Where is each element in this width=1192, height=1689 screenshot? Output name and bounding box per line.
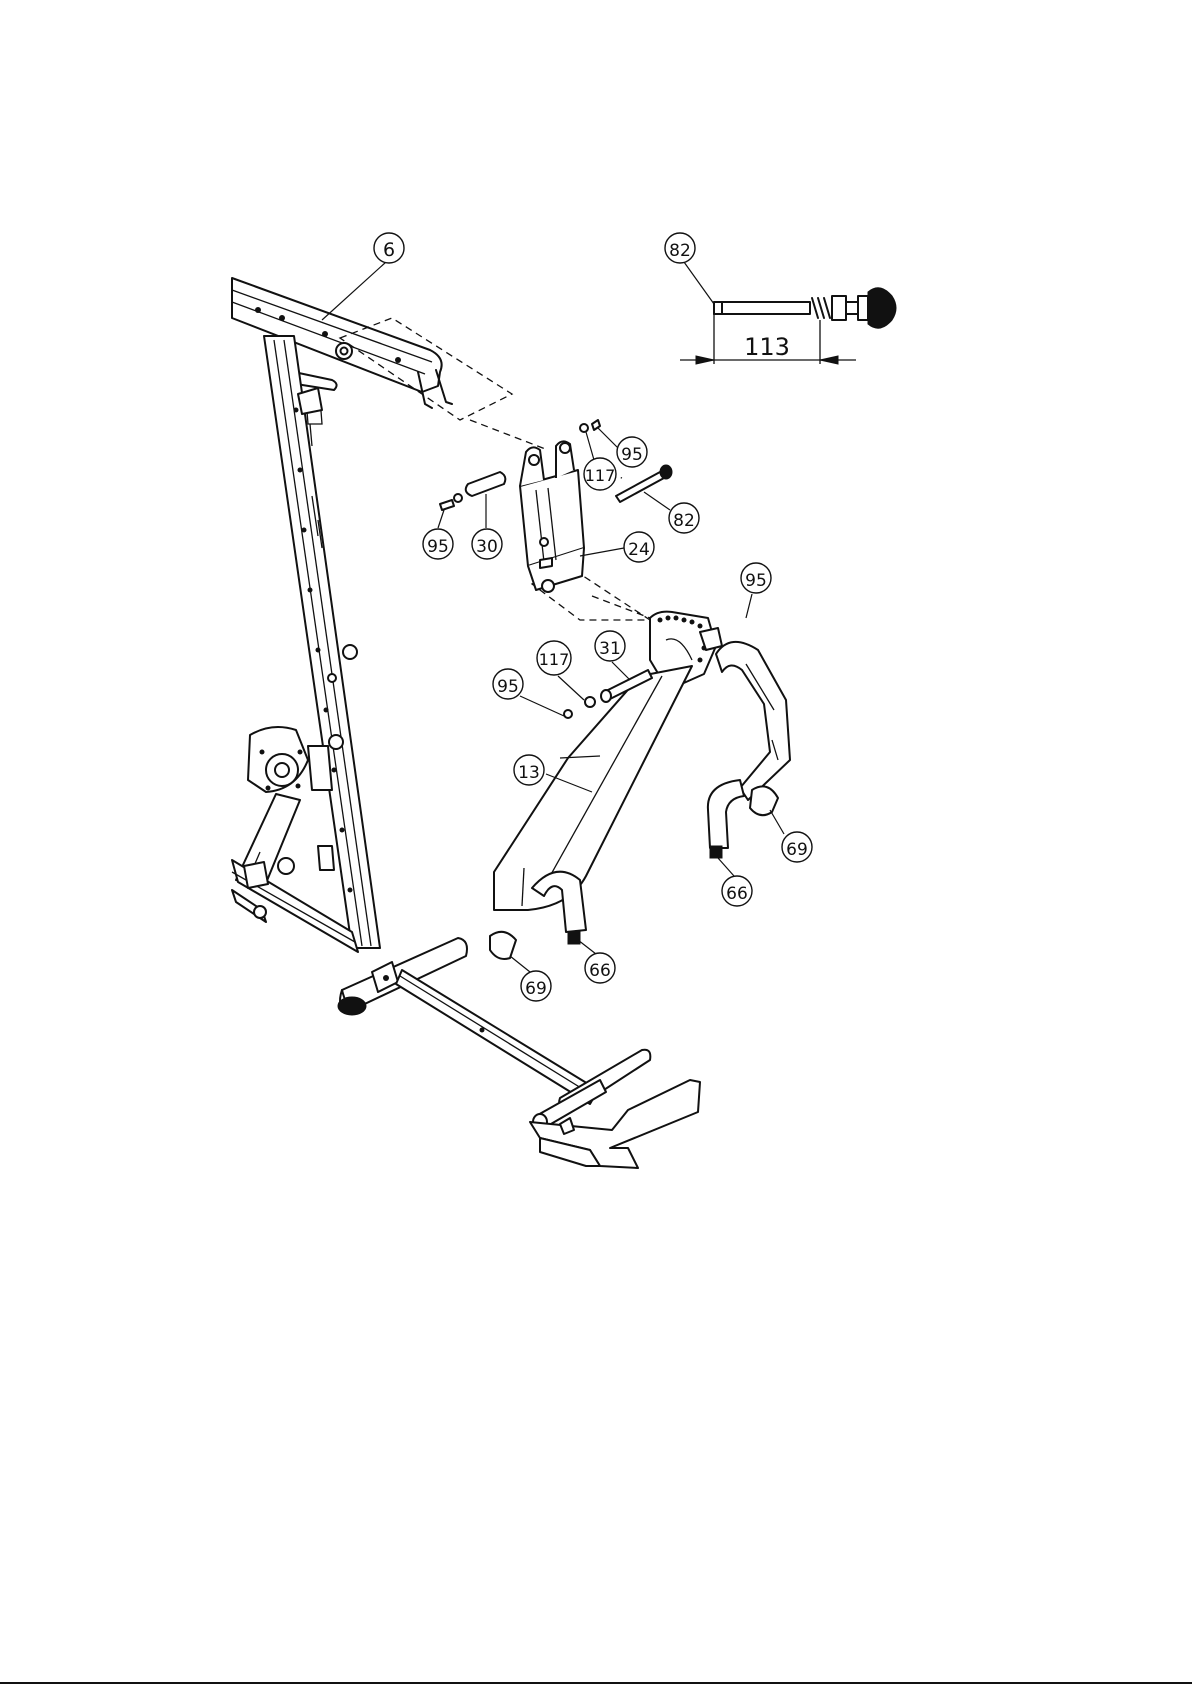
callout-69-left: 69 <box>510 956 551 1001</box>
svg-text:31: 31 <box>599 639 621 659</box>
svg-text:95: 95 <box>427 537 449 557</box>
svg-text:69: 69 <box>525 979 547 999</box>
callout-95-left: 95 <box>423 510 453 559</box>
callout-66-left: 66 <box>578 940 615 983</box>
svg-text:30: 30 <box>476 537 498 557</box>
callout-117-lower: 117 <box>537 641 584 700</box>
svg-text:117: 117 <box>585 466 616 485</box>
callout-24: 24 <box>580 532 654 562</box>
svg-text:6: 6 <box>383 239 395 261</box>
callout-82-top: 82 <box>665 233 714 304</box>
callout-31: 31 <box>595 631 630 680</box>
callout-66-right: 66 <box>718 858 752 906</box>
svg-text:13: 13 <box>518 763 540 783</box>
svg-text:24: 24 <box>628 540 650 560</box>
svg-text:82: 82 <box>673 511 695 531</box>
callout-69-right: 69 <box>770 810 812 862</box>
dimension-113: 113 <box>744 333 790 361</box>
svg-text:66: 66 <box>589 961 611 981</box>
callout-82-right: 82 <box>644 492 699 533</box>
callout-95-lower: 95 <box>493 669 564 716</box>
arm-assembly-drawing <box>490 612 790 959</box>
callout-95-right: 95 <box>741 563 771 618</box>
svg-text:82: 82 <box>669 241 691 261</box>
svg-text:95: 95 <box>745 571 767 591</box>
callout-30: 30 <box>472 494 502 559</box>
callout-6: 6 <box>322 233 404 320</box>
svg-text:95: 95 <box>621 445 643 465</box>
pin-82-detail: 113 <box>680 288 896 364</box>
svg-text:95: 95 <box>497 677 519 697</box>
svg-text:69: 69 <box>786 840 808 860</box>
svg-text:66: 66 <box>726 884 748 904</box>
svg-text:117: 117 <box>539 650 570 669</box>
